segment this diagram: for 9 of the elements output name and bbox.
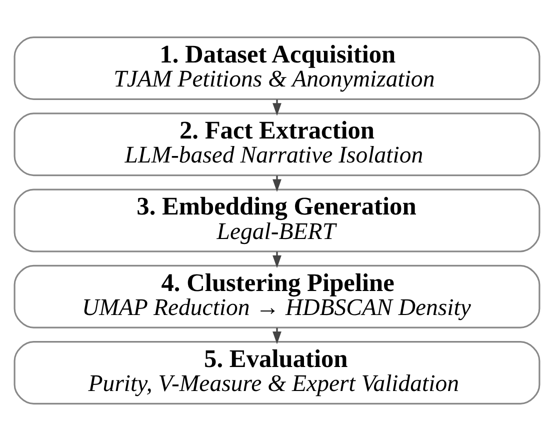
arrow (272, 100, 282, 116)
node-box: 4. Clustering Pipeline UMAP Reduction → HDBSCAN Density (14, 264, 540, 328)
arrow (272, 252, 282, 268)
node-box: 2. Fact Extraction LLM-based Narrative Isolation (14, 112, 540, 176)
arrow (272, 176, 282, 192)
node-box: 5. Evaluation Purity, V-Measure & Expert Validation (14, 341, 540, 404)
node-box: 3. Embedding Generation Legal-BERT (14, 188, 540, 252)
arrow (272, 328, 282, 344)
node-box: 1. Dataset Acquisition TJAM Petitions & Anonymization (14, 36, 540, 100)
